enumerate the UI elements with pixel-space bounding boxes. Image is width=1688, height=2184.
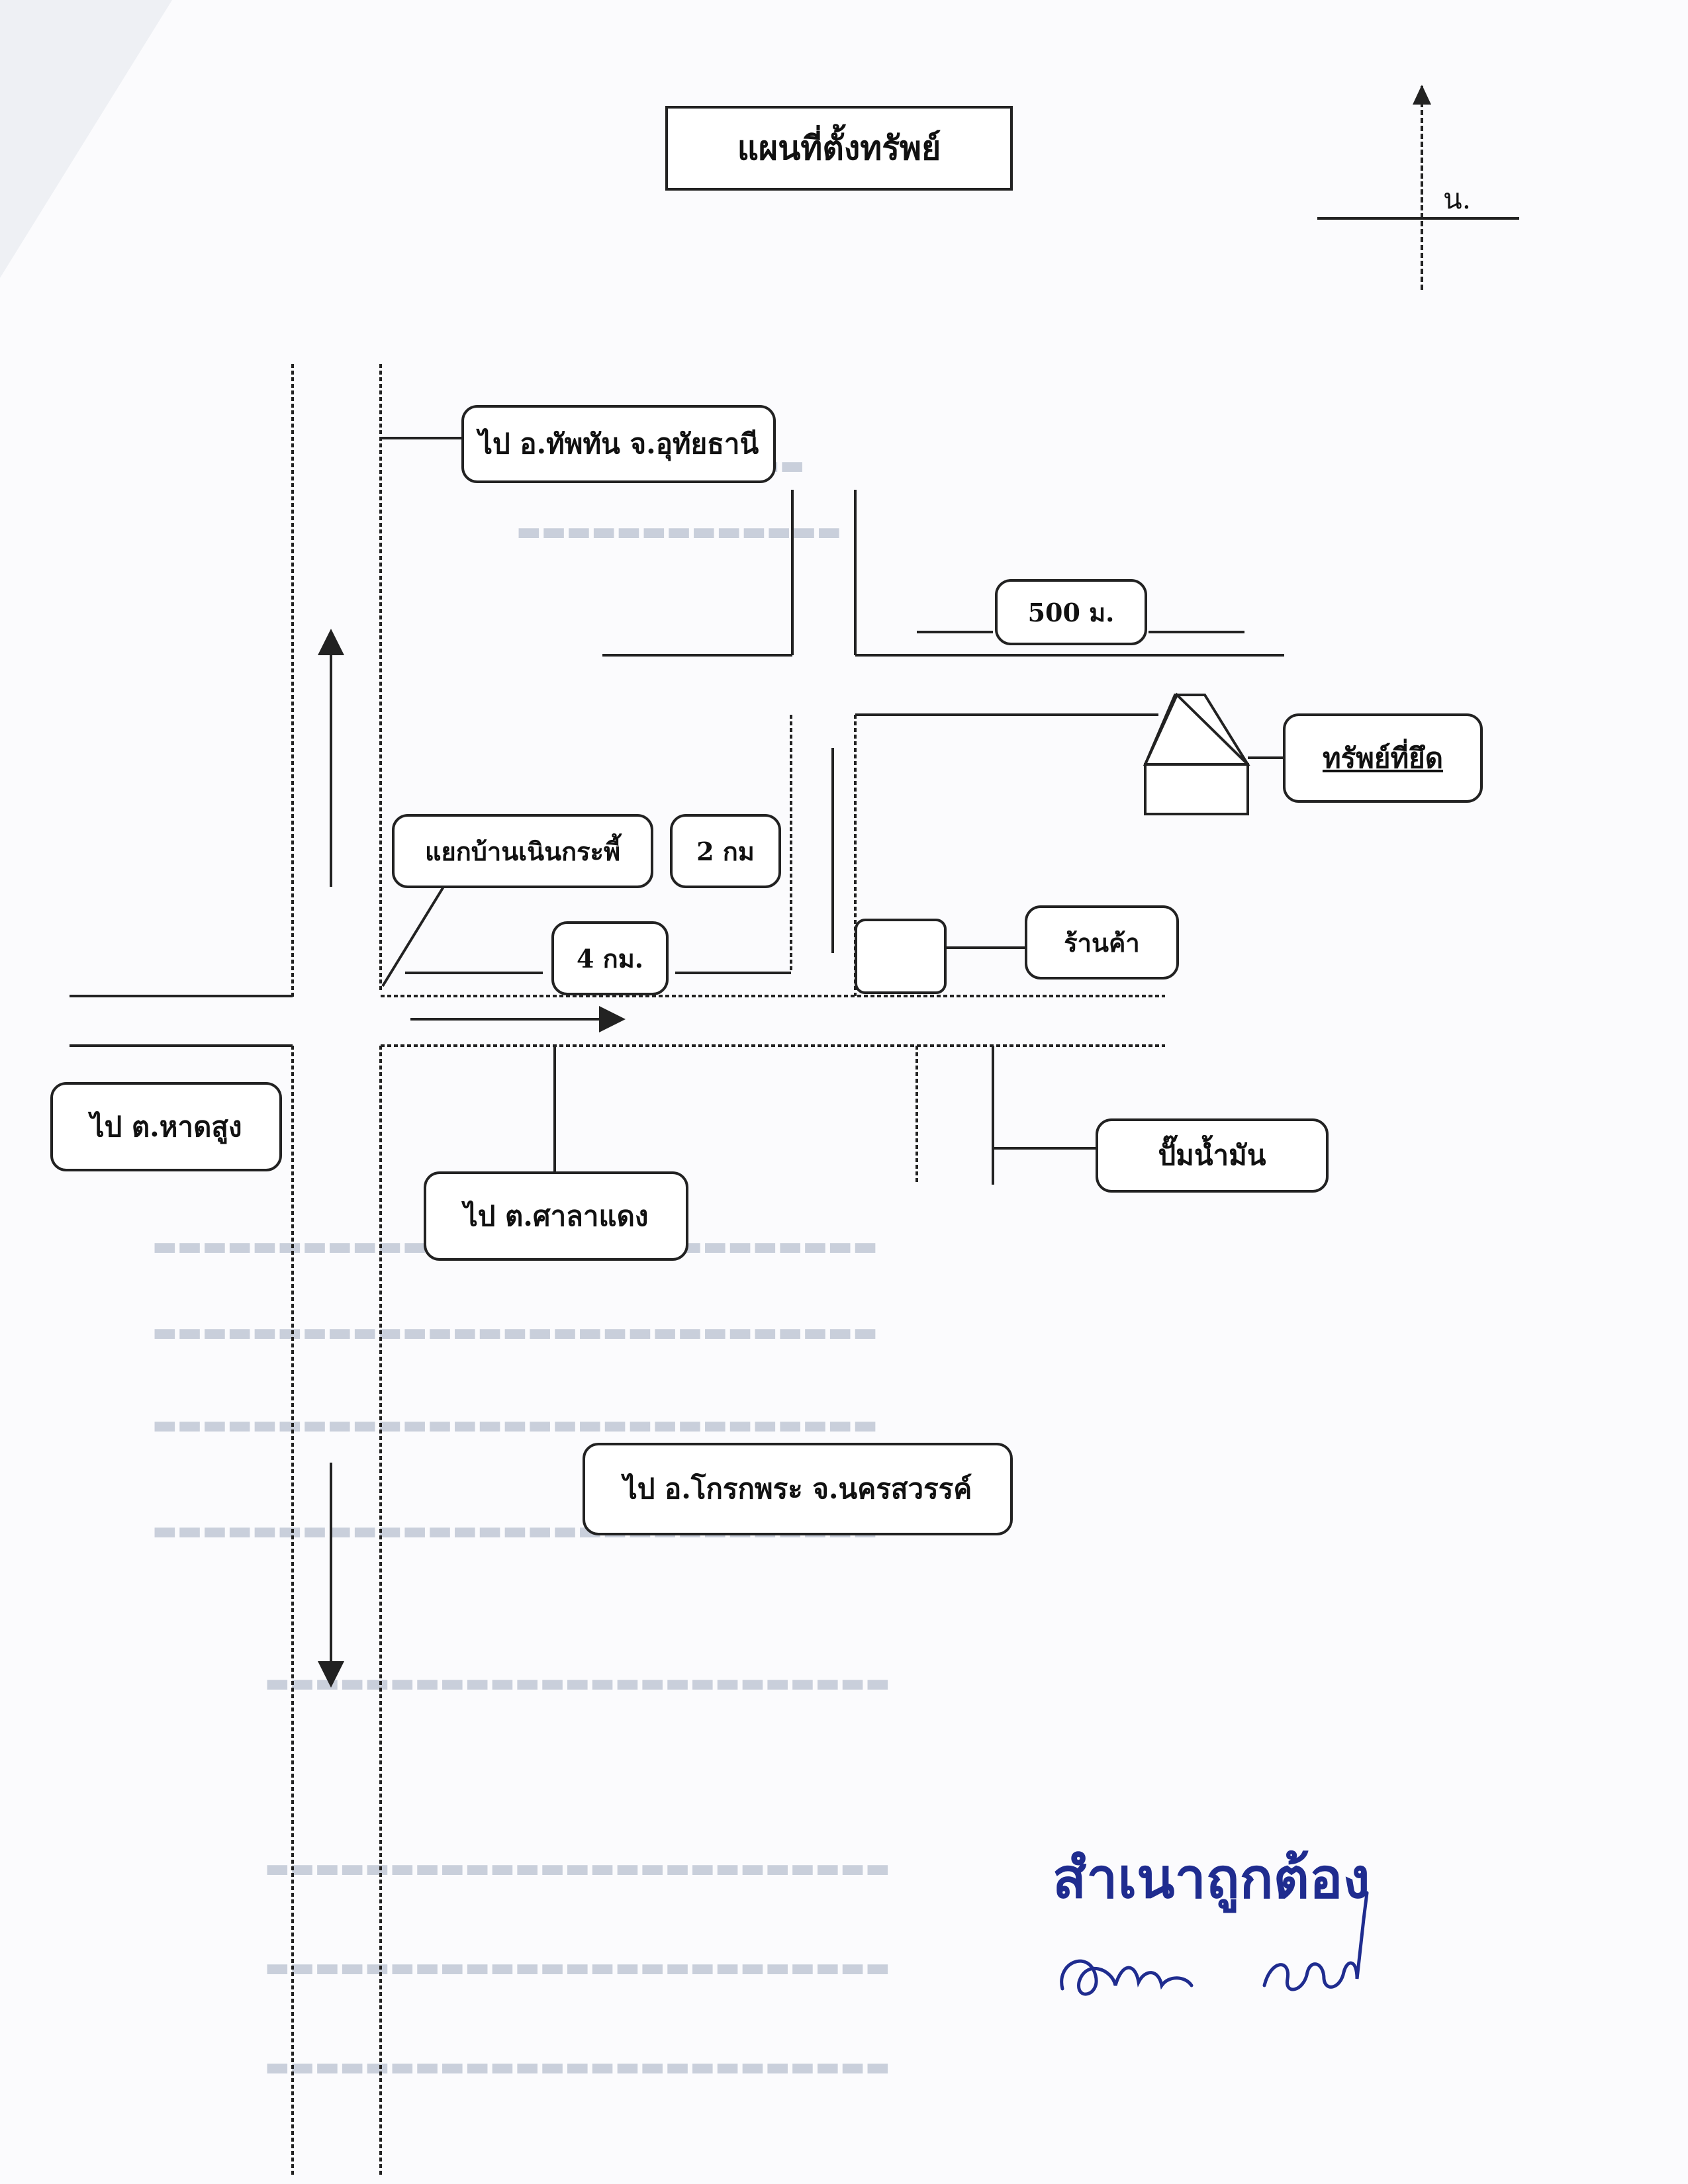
label-shop: ร้านค้า — [1025, 905, 1179, 979]
label-distance-500m: 500 ม. — [995, 579, 1147, 645]
shop-building-icon — [855, 919, 947, 994]
label-junction-ban-noen-krapho: แยกบ้านเนินกระพี้ — [392, 814, 653, 888]
label-to-thapthan: ไป อ.ทัพทัน จ.อุทัยธานี — [461, 405, 776, 483]
junction-connector — [381, 886, 445, 987]
certified-copy-stamp: สำเนาถูกต้อง — [1053, 1846, 1370, 1911]
label-to-sala-daeng: ไป ต.ศาลาแดง — [424, 1171, 688, 1261]
label-to-hat-sung: ไป ต.หาดสูง — [50, 1082, 282, 1171]
map-title-text: แผนที่ตั้งทรัพย์ — [737, 128, 941, 167]
label-gas-station: ปั๊มน้ำมัน — [1096, 1118, 1329, 1193]
label-to-krok-phra: ไป อ.โกรกพระ จ.นครสวรรค์ — [583, 1443, 1013, 1535]
signature-right — [1262, 1891, 1369, 1991]
label-distance-2km: 2 กม — [670, 814, 781, 888]
house-icon — [1143, 692, 1284, 815]
east-west-road — [70, 972, 1165, 1047]
main-highway — [291, 364, 382, 2177]
label-seized-property: ทรัพย์ที่ยึด — [1283, 713, 1483, 803]
side-road — [602, 490, 1284, 996]
label-distance-4km: 4 กม. — [551, 921, 669, 995]
north-arrow-icon — [1317, 85, 1519, 291]
signature-left — [1060, 1959, 1194, 1996]
map-title: แผนที่ตั้งทรัพย์ — [665, 106, 1013, 191]
north-label: น. — [1443, 183, 1472, 215]
